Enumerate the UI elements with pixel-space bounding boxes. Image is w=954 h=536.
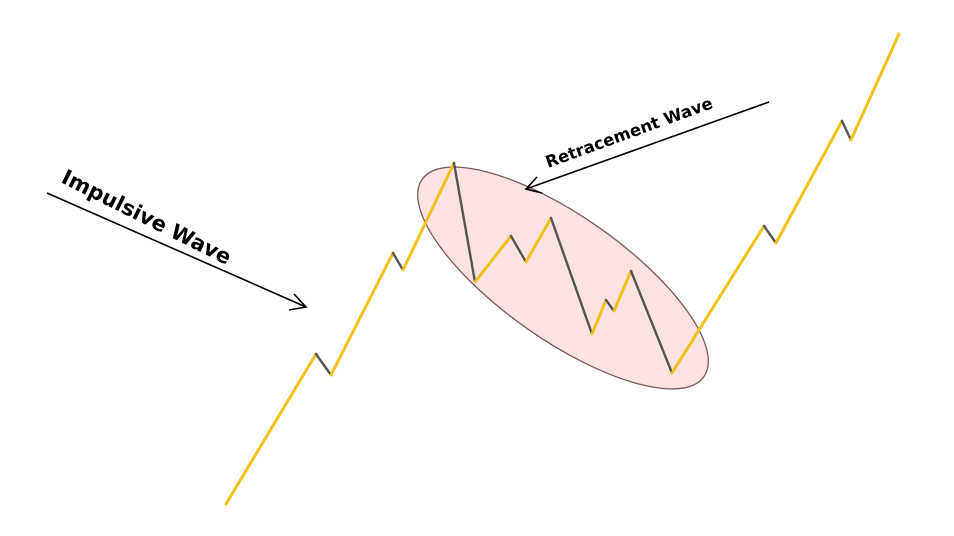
retracement-zone-ellipse <box>417 166 709 390</box>
impulse-leg <box>849 32 901 142</box>
correction-leg <box>314 352 333 377</box>
impulse-leg <box>473 234 513 284</box>
retracement-wave-arrow-line <box>525 101 770 190</box>
impulse-leg <box>224 352 318 506</box>
impulse-leg <box>590 298 608 336</box>
impulse-leg <box>774 119 844 245</box>
impulse-leg <box>670 224 766 375</box>
retracement-wave-label: Retracement Wave <box>543 94 715 172</box>
impulsive-wave-arrowhead <box>288 293 308 311</box>
retracement-wave-arrowhead <box>524 176 543 194</box>
retracement-wave-annotation: Retracement Wave <box>524 94 770 194</box>
correction-leg <box>629 269 674 375</box>
correction-leg <box>549 216 594 336</box>
correction-leg <box>391 251 405 272</box>
impulse-leg <box>524 216 553 264</box>
impulse-leg <box>401 161 456 272</box>
impulsive-wave-label: Impulsive Wave <box>58 165 235 270</box>
correction-leg <box>452 161 477 284</box>
correction-leg <box>762 224 778 245</box>
correction-leg <box>604 298 616 313</box>
impulse-leg <box>612 269 633 313</box>
impulse-leg <box>329 251 395 377</box>
impulsive-wave-arrow-line <box>46 192 307 308</box>
price-path <box>224 32 901 506</box>
correction-leg <box>840 119 853 142</box>
impulsive-wave-annotation: Impulsive Wave <box>46 165 308 311</box>
correction-leg <box>509 234 528 264</box>
